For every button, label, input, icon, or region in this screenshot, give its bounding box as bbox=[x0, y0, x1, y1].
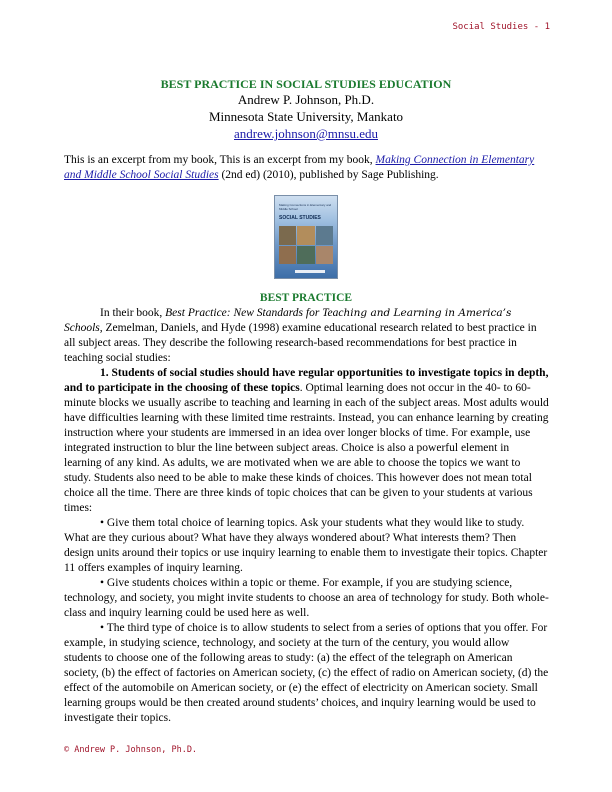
running-header: Social Studies - 1 bbox=[452, 22, 550, 32]
paragraph-1: In their book, Best Practice: New Standa… bbox=[64, 306, 549, 366]
section-heading: BEST PRACTICE bbox=[259, 292, 353, 304]
p1-text-b: Zemelman, Daniels, and Hyde (1998) exami… bbox=[64, 322, 537, 364]
intro-paragraph: This is an excerpt from my book, This is… bbox=[64, 153, 548, 183]
bullet-paragraph-2: • Give students choices within a topic o… bbox=[64, 577, 549, 619]
bullet-paragraph-1: • Give them total choice of learning top… bbox=[64, 517, 548, 574]
book-title-italic-2: Schools, bbox=[64, 322, 103, 334]
cover-photo-grid bbox=[279, 226, 333, 264]
title-block: BEST PRACTICE IN SOCIAL STUDIES EDUCATIO… bbox=[0, 77, 612, 143]
intro-text-before: This is an excerpt from my book, This is… bbox=[64, 154, 376, 166]
email-link[interactable]: andrew.johnson@mnsu.edu bbox=[234, 126, 378, 141]
cover-small-text: Making Connections in Elementary and Mid… bbox=[279, 203, 332, 211]
document-title: BEST PRACTICE IN SOCIAL STUDIES EDUCATIO… bbox=[160, 77, 452, 91]
institution: Minnesota State University, Mankato bbox=[208, 109, 404, 124]
recommendation-1-heading: 1. Students of social studies should hav… bbox=[64, 367, 549, 394]
author-name: Andrew P. Johnson, Ph.D. bbox=[237, 92, 375, 107]
book-link[interactable]: Making Connection in Elementary and Midd… bbox=[64, 154, 535, 181]
cover-title: SOCIAL STUDIES bbox=[279, 215, 321, 221]
book-cover-image: Making Connections in Elementary and Mid… bbox=[274, 195, 338, 279]
p1-text-a: In their book, bbox=[100, 307, 166, 319]
bullet-paragraph-3: • The third type of choice is to allow s… bbox=[64, 622, 549, 724]
cover-footer-bar bbox=[295, 270, 325, 273]
copyright-footer: © Andrew P. Johnson, Ph.D. bbox=[64, 745, 198, 755]
p2-text: . Optimal learning does not occur in the… bbox=[64, 382, 549, 514]
paragraph-2: 1. Students of social studies should hav… bbox=[64, 366, 549, 516]
section-body: In their book, Best Practice: New Standa… bbox=[64, 306, 549, 726]
book-title-italic: Best Practice: New Standards for Teac bbox=[165, 307, 344, 319]
book-title-script: hing and Learning in America’s bbox=[343, 307, 512, 319]
intro-text-after: (2nd ed) (2010), published by Sage Publi… bbox=[218, 169, 439, 181]
